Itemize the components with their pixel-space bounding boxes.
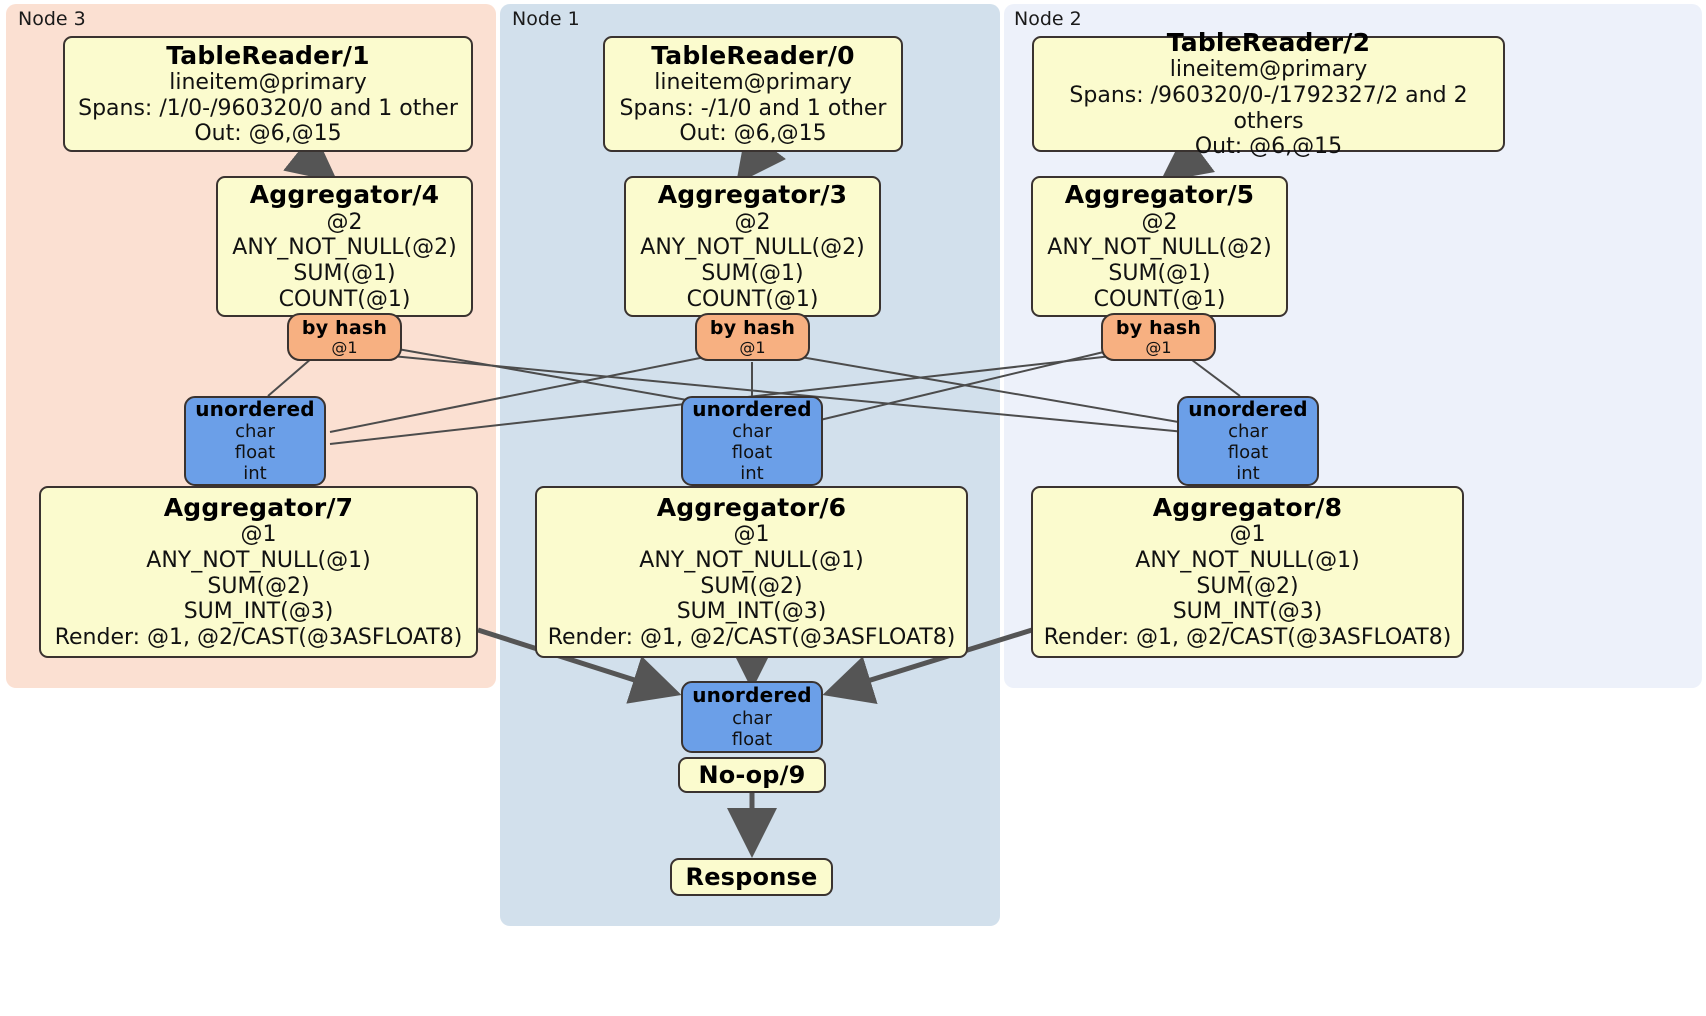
synchronizer-line: float: [731, 728, 773, 750]
processor-line: Spans: -/1/0 and 1 other: [619, 95, 887, 121]
processor-title: No-op/9: [698, 760, 806, 789]
processor-line: Out: @6,@15: [679, 121, 827, 147]
processor-aggregator-7[interactable]: Aggregator/7 @1 ANY_NOT_NULL(@1) SUM(@2)…: [39, 486, 478, 658]
processor-line: @1: [733, 522, 770, 548]
synchronizer-line: float: [234, 442, 276, 464]
processor-line: lineitem@primary: [169, 70, 367, 96]
router-by-hash-left[interactable]: by hash @1: [287, 313, 402, 361]
processor-line: ANY_NOT_NULL(@2): [640, 235, 865, 261]
processor-line: SUM(@1): [293, 261, 396, 287]
synchronizer-line: float: [1227, 442, 1269, 464]
processor-line: SUM(@2): [207, 573, 310, 599]
processor-response[interactable]: Response: [670, 858, 833, 896]
router-by-hash-center[interactable]: by hash @1: [695, 313, 810, 361]
synchronizer-unordered-right[interactable]: unordered char float int: [1177, 396, 1319, 486]
synchronizer-line: float: [731, 442, 773, 464]
processor-title: Aggregator/3: [657, 180, 848, 210]
router-title: by hash: [709, 316, 796, 339]
router-title: by hash: [301, 316, 388, 339]
router-line: @1: [739, 337, 766, 357]
processor-line: COUNT(@1): [278, 286, 411, 312]
processor-line: Render: @1, @2/CAST(@3ASFLOAT8): [54, 625, 463, 651]
processor-line: ANY_NOT_NULL(@1): [146, 548, 371, 574]
processor-aggregator-8[interactable]: Aggregator/8 @1 ANY_NOT_NULL(@1) SUM(@2)…: [1031, 486, 1464, 658]
synchronizer-title: unordered: [692, 396, 812, 421]
synchronizer-title: unordered: [692, 683, 812, 708]
processor-tablereader-0[interactable]: TableReader/0 lineitem@primary Spans: -/…: [603, 36, 903, 152]
synchronizer-title: unordered: [1188, 396, 1308, 421]
synchronizer-title: unordered: [195, 396, 315, 421]
node-label-node1: Node 1: [512, 8, 580, 30]
node-label-node3: Node 3: [18, 8, 86, 30]
processor-line: Spans: /960320/0-/1792327/2 and 2 others: [1069, 82, 1468, 134]
processor-title: Aggregator/5: [1064, 180, 1255, 210]
processor-title: Aggregator/4: [249, 180, 440, 210]
processor-title: TableReader/0: [651, 40, 855, 70]
processor-line: SUM_INT(@3): [676, 599, 827, 625]
processor-line: SUM(@1): [1108, 261, 1211, 287]
synchronizer-line: int: [243, 463, 267, 485]
processor-tablereader-1[interactable]: TableReader/1 lineitem@primary Spans: /1…: [63, 36, 473, 152]
processor-title: Aggregator/8: [1152, 493, 1343, 523]
processor-line: COUNT(@1): [686, 286, 819, 312]
processor-line: Out: @6,@15: [194, 121, 342, 147]
processor-line: SUM_INT(@3): [183, 599, 334, 625]
router-line: @1: [331, 337, 358, 357]
processor-tablereader-2[interactable]: TableReader/2 lineitem@primary Spans: /9…: [1032, 28, 1505, 159]
processor-title: Response: [685, 862, 818, 891]
processor-line: @2: [326, 209, 363, 235]
processor-noop-9[interactable]: No-op/9: [678, 757, 826, 793]
processor-aggregator-5[interactable]: Aggregator/5 @2 ANY_NOT_NULL(@2) SUM(@1)…: [1031, 176, 1288, 317]
processor-line: @2: [734, 209, 771, 235]
processor-title: Aggregator/6: [656, 493, 847, 523]
router-by-hash-right[interactable]: by hash @1: [1101, 313, 1216, 361]
processor-line: lineitem@primary: [654, 70, 852, 96]
router-line: @1: [1145, 337, 1172, 357]
synchronizer-line: char: [732, 421, 772, 443]
processor-line: SUM(@2): [1196, 573, 1299, 599]
synchronizer-line: char: [1228, 421, 1268, 443]
processor-line: Out: @6,@15: [1194, 134, 1343, 160]
processor-line: SUM(@1): [701, 261, 804, 287]
processor-line: ANY_NOT_NULL(@1): [1135, 548, 1360, 574]
processor-line: ANY_NOT_NULL(@2): [232, 235, 457, 261]
processor-line: @1: [1229, 522, 1266, 548]
processor-title: TableReader/1: [166, 40, 370, 70]
processor-title: Aggregator/7: [163, 493, 354, 523]
processor-aggregator-4[interactable]: Aggregator/4 @2 ANY_NOT_NULL(@2) SUM(@1)…: [216, 176, 473, 317]
synchronizer-line: char: [235, 421, 275, 443]
synchronizer-line: int: [740, 463, 764, 485]
processor-aggregator-3[interactable]: Aggregator/3 @2 ANY_NOT_NULL(@2) SUM(@1)…: [624, 176, 881, 317]
processor-line: Spans: /1/0-/960320/0 and 1 other: [78, 95, 458, 121]
processor-line: Render: @1, @2/CAST(@3ASFLOAT8): [1043, 625, 1452, 651]
processor-line: @2: [1141, 209, 1178, 235]
processor-line: SUM(@2): [700, 573, 803, 599]
node-label-node2: Node 2: [1014, 8, 1082, 30]
processor-line: SUM_INT(@3): [1172, 599, 1323, 625]
processor-line: @1: [240, 522, 277, 548]
synchronizer-unordered-final[interactable]: unordered char float: [681, 681, 823, 753]
synchronizer-unordered-center[interactable]: unordered char float int: [681, 396, 823, 486]
processor-line: ANY_NOT_NULL(@2): [1047, 235, 1272, 261]
processor-line: lineitem@primary: [1169, 57, 1368, 83]
router-title: by hash: [1115, 316, 1202, 339]
synchronizer-unordered-left[interactable]: unordered char float int: [184, 396, 326, 486]
processor-line: COUNT(@1): [1093, 286, 1226, 312]
synchronizer-line: char: [732, 707, 772, 729]
processor-line: ANY_NOT_NULL(@1): [639, 548, 864, 574]
processor-aggregator-6[interactable]: Aggregator/6 @1 ANY_NOT_NULL(@1) SUM(@2)…: [535, 486, 968, 658]
processor-line: Render: @1, @2/CAST(@3ASFLOAT8): [547, 625, 956, 651]
synchronizer-line: int: [1236, 463, 1260, 485]
processor-title: TableReader/2: [1166, 27, 1371, 57]
